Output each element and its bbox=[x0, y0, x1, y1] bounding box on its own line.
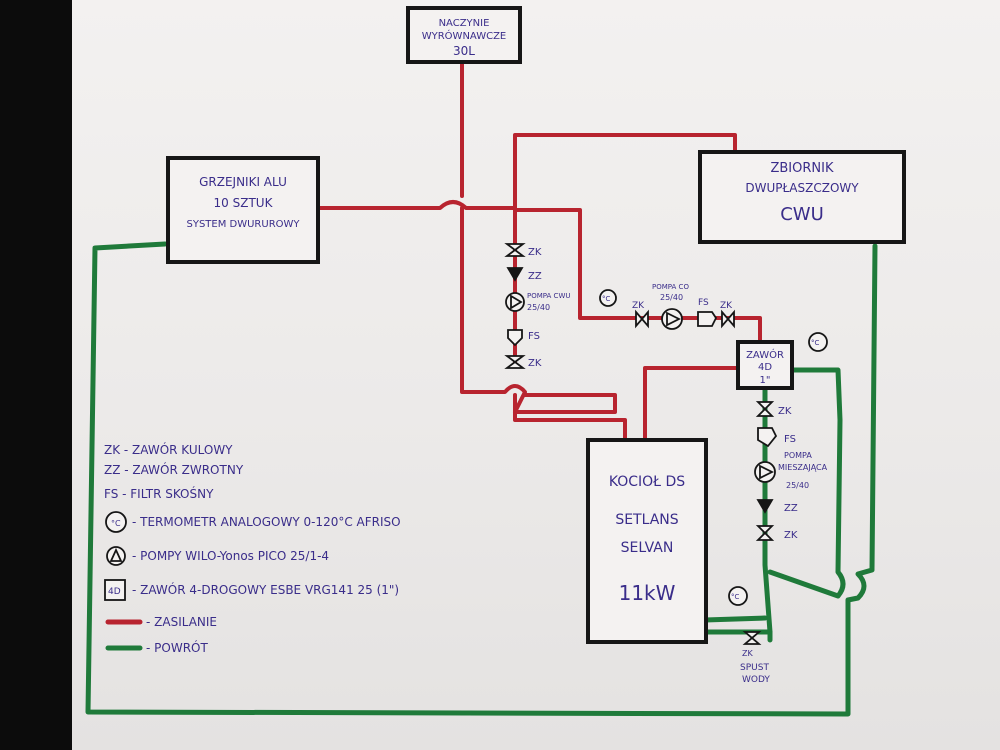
legend-supply: - ZASILANIE bbox=[146, 615, 217, 629]
legend-return: - POWRÓT bbox=[146, 640, 208, 655]
legend: ZK - ZAWÓR KULOWY ZZ - ZAWÓR ZWROTNY FS … bbox=[104, 442, 401, 655]
expansion-tank-line2: WYRÓWNAWCZE bbox=[422, 29, 507, 42]
ball-valve-icon bbox=[721, 309, 735, 329]
radiators-line3: SYSTEM DWURUROWY bbox=[186, 219, 300, 230]
legend-valve-symbol: 4D bbox=[108, 587, 121, 597]
label-pump-mix-size: 25/40 bbox=[786, 481, 809, 490]
pipe-to-boiler-top bbox=[513, 393, 627, 442]
thermometer-icon bbox=[728, 586, 748, 606]
legend-fs: FS - FILTR SKOŚNY bbox=[104, 486, 214, 501]
legend-thermo-symbol-label: °C bbox=[111, 519, 121, 528]
expansion-tank-box bbox=[406, 6, 522, 64]
return-pipes bbox=[85, 241, 878, 717]
ball-valve-icon bbox=[504, 243, 526, 257]
valve-4d-box bbox=[736, 340, 794, 390]
dhw-tank-line1: ZBIORNIK bbox=[770, 161, 833, 176]
ball-valve-icon bbox=[755, 401, 775, 417]
label-zk: ZK bbox=[720, 301, 733, 311]
valve-line3: 1" bbox=[760, 375, 771, 386]
dhw-tank-box bbox=[698, 150, 906, 244]
label-zz: ZZ bbox=[528, 271, 542, 282]
boiler-line3: SELVAN bbox=[621, 540, 674, 556]
radiators-line1: GRZEJNIKI ALU bbox=[199, 175, 287, 189]
strainer-icon bbox=[697, 311, 718, 327]
legend-pumps: - POMPY WILO-Yonos PICO 25/1-4 bbox=[132, 549, 329, 563]
legend-valve-icon bbox=[104, 579, 126, 601]
pipe-radiators-return-loop bbox=[460, 206, 617, 414]
label-fs: FS bbox=[528, 331, 540, 342]
drain-valve-icon bbox=[742, 631, 762, 645]
label-fs: FS bbox=[784, 434, 796, 445]
legend-thermometer: - TERMOMETR ANALOGOWY 0-120°C AFRISO bbox=[132, 515, 401, 529]
label-zk: ZK bbox=[528, 247, 542, 258]
pump-triangle-icon bbox=[666, 311, 682, 327]
boiler-line2: SETLANS bbox=[615, 512, 678, 528]
pipe-boiler-to-valve bbox=[643, 366, 740, 442]
boiler-line1: KOCIOŁ DS bbox=[609, 474, 685, 490]
ball-valve-icon bbox=[635, 309, 649, 329]
dhw-tank-line3: CWU bbox=[780, 204, 824, 225]
check-valve-icon bbox=[756, 499, 774, 514]
legend-thermometer-icon bbox=[105, 511, 127, 533]
instruments bbox=[104, 243, 828, 645]
thermometer-label: °C bbox=[811, 339, 820, 347]
label-drain-2: WODY bbox=[742, 675, 770, 685]
pipe-radiators-supply bbox=[316, 200, 517, 210]
pipe-valve-return bbox=[767, 367, 846, 599]
legend-pump-triangle-icon bbox=[109, 547, 123, 562]
component-labels: ZK ZZ POMPA CWU 25/40 FS ZK ZK POMPA CO … bbox=[527, 247, 828, 685]
legend-zz: ZZ - ZAWÓR ZWROTNY bbox=[104, 462, 244, 477]
thermometer-icon bbox=[808, 332, 828, 352]
label-pump-mix-1: POMPA bbox=[784, 451, 812, 460]
radiators-box bbox=[166, 156, 320, 264]
pipe-main-return bbox=[85, 241, 878, 717]
label-pump-cwu-size: 25/40 bbox=[527, 303, 550, 312]
pipe-boiler-bottom bbox=[702, 629, 773, 643]
strainer-icon bbox=[507, 329, 523, 347]
boiler-line4: 11kW bbox=[619, 581, 676, 605]
dhw-tank-line2: DWUPŁASZCZOWY bbox=[745, 181, 859, 195]
valve-line2: 4D bbox=[758, 362, 772, 373]
pump-triangle-icon bbox=[510, 294, 523, 310]
ball-valve-icon bbox=[755, 525, 775, 541]
equipment-boxes bbox=[166, 6, 906, 644]
pipe-boiler-drain bbox=[702, 615, 768, 623]
thermometer-label: °C bbox=[731, 593, 740, 601]
label-pump-cwu: POMPA CWU bbox=[527, 292, 571, 300]
label-pump-co: POMPA CO bbox=[652, 283, 689, 291]
pump-triangle-icon bbox=[759, 464, 775, 480]
radiators-line2: 10 SZTUK bbox=[214, 196, 274, 210]
strainer-icon bbox=[757, 427, 778, 448]
paper-sheet bbox=[72, 0, 1000, 750]
valve-line1: ZAWÓR bbox=[746, 348, 784, 361]
expansion-tank-line1: NACZYNIE bbox=[439, 18, 490, 29]
thermometer-label: °C bbox=[602, 295, 611, 303]
legend-zk: ZK - ZAWÓR KULOWY bbox=[104, 442, 233, 457]
legend-valve: - ZAWÓR 4-DROGOWY ESBE VRG141 25 (1") bbox=[132, 582, 399, 597]
thermometer-icon bbox=[599, 289, 617, 307]
expansion-tank-line3: 30L bbox=[453, 44, 475, 58]
label-zk: ZK bbox=[528, 358, 542, 369]
check-valve-icon bbox=[506, 267, 524, 282]
label-pump-co-size: 25/40 bbox=[660, 293, 683, 302]
ball-valve-icon bbox=[504, 355, 526, 369]
label-zk: ZK bbox=[778, 406, 792, 417]
boiler-box bbox=[586, 438, 708, 644]
label-zk: ZK bbox=[632, 301, 645, 311]
label-zz: ZZ bbox=[784, 503, 798, 514]
label-zk: ZK bbox=[784, 530, 798, 541]
label-drain-1: SPUST bbox=[740, 663, 769, 673]
label-fs: FS bbox=[698, 298, 709, 308]
label-pump-mix-2: MIESZAJĄCA bbox=[778, 463, 828, 472]
box-labels: NACZYNIE WYRÓWNAWCZE 30L GRZEJNIKI ALU 1… bbox=[186, 18, 859, 605]
pipe-co-supply bbox=[513, 208, 762, 342]
label-zk-drain: ZK bbox=[742, 649, 753, 658]
